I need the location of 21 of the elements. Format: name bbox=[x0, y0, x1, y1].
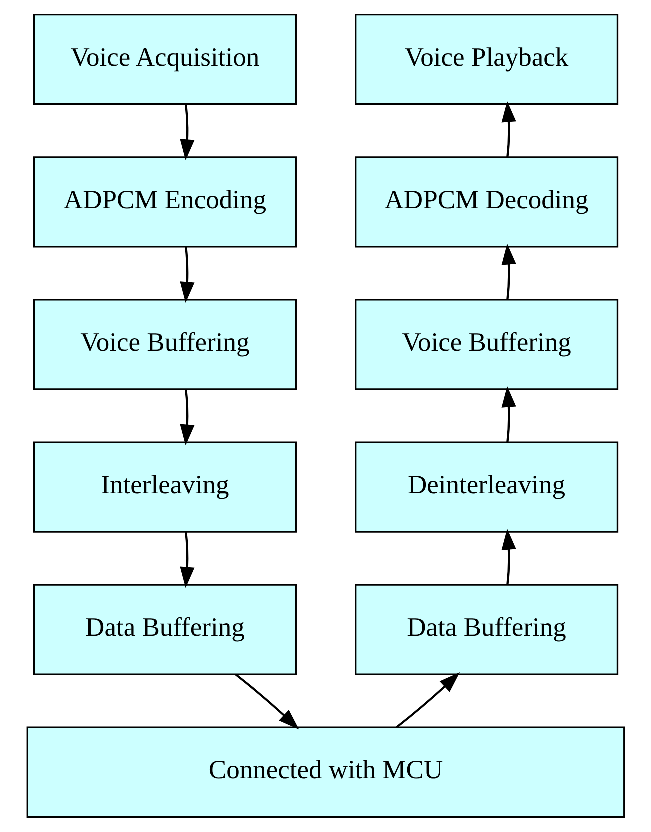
node-box: ADPCM Decoding bbox=[354, 156, 618, 248]
arrow bbox=[501, 386, 516, 442]
node-box: ADPCM Encoding bbox=[32, 156, 296, 248]
arrow bbox=[501, 101, 516, 158]
node-box: Deinterleaving bbox=[354, 442, 618, 533]
node-box: Data Buffering bbox=[354, 584, 618, 676]
arrow bbox=[396, 672, 460, 728]
node-box: Voice Acquisition bbox=[32, 14, 296, 106]
arrow bbox=[180, 247, 194, 304]
node-box: Voice Playback bbox=[354, 14, 618, 106]
node-box: Interleaving bbox=[32, 442, 296, 533]
node-box: Connected with MCU bbox=[26, 726, 625, 818]
arrow bbox=[501, 244, 516, 300]
node-box: Voice Buffering bbox=[354, 299, 618, 390]
arrow bbox=[180, 104, 194, 160]
arrow bbox=[180, 532, 194, 588]
node-box: Data Buffering bbox=[32, 584, 296, 676]
arrow bbox=[501, 528, 516, 586]
arrow bbox=[180, 390, 194, 446]
arrow bbox=[234, 674, 299, 730]
node-box: Voice Buffering bbox=[32, 299, 296, 390]
